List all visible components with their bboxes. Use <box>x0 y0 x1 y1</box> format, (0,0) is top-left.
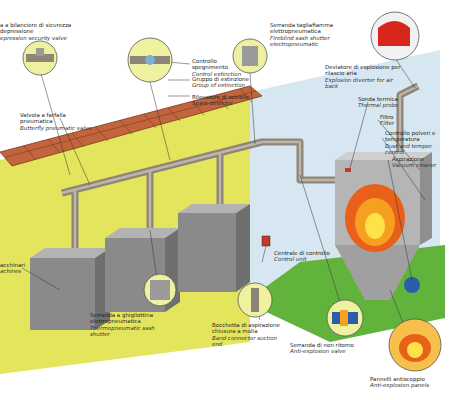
callout-circle <box>144 274 176 306</box>
part-label: acchinari <box>0 262 40 268</box>
diverter-detail <box>378 21 410 46</box>
part-label: Serranda tagliafiamma elettropneumatica <box>270 22 360 35</box>
part-label: Band connector suction end <box>212 335 286 348</box>
flame <box>399 334 431 362</box>
machine-front <box>30 258 95 330</box>
part-label: Explosion diverter for air back <box>325 77 403 90</box>
callout-circle <box>389 319 441 371</box>
callout-text: Gruppo di estinzioneGroup of extinction <box>192 76 254 89</box>
machine <box>30 204 250 330</box>
thermal-probe <box>345 168 351 172</box>
shutter-detail <box>242 46 258 66</box>
part-label: Sonda termica <box>358 96 416 102</box>
callout-text: AspirazioneVacuum cleaner <box>392 156 447 169</box>
part-label: Valvola a farfalla pneumatica <box>20 112 92 125</box>
part-label: Bocchetta di aspirazione chiusura a moll… <box>212 322 286 335</box>
part-label: epression security valve <box>0 35 72 41</box>
part-label: Pannelli antiscoppio <box>370 376 446 382</box>
part-label: Deviatore di esplosione per rilascio ari… <box>325 64 403 77</box>
part-label: Rilevatore di scintille <box>192 94 254 100</box>
leader-line <box>22 58 425 340</box>
callout-text: Bocchetta di aspirazione chiusura a moll… <box>212 322 286 348</box>
valve-detail <box>340 310 348 326</box>
part-label: Vacuum cleaner <box>392 162 447 168</box>
part-label: a a bilanciere di sicurezza <box>0 22 72 28</box>
valve-detail <box>36 48 44 56</box>
part-label: Gruppo di estinzione <box>192 76 254 82</box>
callout-text: Rilevatore di scintilleSpark detector <box>192 94 254 107</box>
callout-text: acchinariachines <box>0 262 40 275</box>
callout-circle <box>371 12 419 60</box>
filter-body <box>335 160 420 245</box>
part-label: Spark detector <box>192 100 254 106</box>
callout-text: Deviatore di esplosione per rilascio ari… <box>325 64 403 90</box>
roof-tiles <box>6 89 256 160</box>
callout-circle <box>238 283 272 317</box>
part-label: Filter <box>380 120 430 126</box>
machine-side <box>236 204 250 292</box>
callout-circle <box>233 39 267 73</box>
part-label: Thermal probe <box>358 102 416 108</box>
part-label: Thermopneumatic sash shutter <box>90 325 172 338</box>
part-label: Controllo spegnimento <box>192 58 254 71</box>
filter <box>335 152 432 300</box>
callout-text: a a bilanciere di sicurezzadepressioneep… <box>0 22 72 41</box>
callout-details <box>26 21 431 362</box>
part-label: Controllo polveri e temperatura <box>385 130 447 143</box>
part-label: achines <box>0 268 40 274</box>
filter-hopper <box>335 245 420 300</box>
part-label: Centrale di controllo <box>274 250 332 256</box>
part-label: Control unit <box>274 256 332 262</box>
part-label: Group of extinction <box>192 82 254 88</box>
part-label: Filtro <box>380 114 430 120</box>
part-label: Dust and temper. control <box>385 143 447 156</box>
callout-text: FiltroFilter <box>380 114 430 127</box>
flame <box>365 213 385 239</box>
flame <box>407 342 423 358</box>
shutter-detail <box>150 280 170 300</box>
callout-text: Centrale di controlloControl unit <box>274 250 332 263</box>
callout-circle <box>23 41 57 75</box>
callout-circle <box>128 38 172 82</box>
machine-front <box>178 213 236 292</box>
callout-circles <box>23 12 441 371</box>
sensor-detail <box>145 55 155 65</box>
callout-text: Pannelli antiscoppioAnti-explosion panel… <box>370 376 446 389</box>
flame <box>345 184 405 252</box>
callout-text: Controllo spegnimentoControl extinction <box>192 58 254 77</box>
callout-text: Controllo polveri e temperaturaDust and … <box>385 130 447 156</box>
part-label: Aspirazione <box>392 156 447 162</box>
part-label: Anti-explosion panels <box>370 382 446 388</box>
part-label: Butterfly pneumatic valve <box>20 125 92 131</box>
part-label: Anti-explosion valve <box>290 348 362 354</box>
callout-text: Serranda a ghigliottina elettropneumatic… <box>90 312 172 338</box>
part-label: Serranda di non ritorno <box>290 342 362 348</box>
callout-circle <box>327 300 363 336</box>
callout-text: Sonda termicaThermal probe <box>358 96 416 109</box>
flame <box>355 198 395 246</box>
pipe-detail <box>130 56 170 64</box>
part-label: Serranda a ghigliottina elettropneumatic… <box>90 312 172 325</box>
callout-text: Serranda tagliafiamma elettropneumaticaF… <box>270 22 360 48</box>
part-label: Fireblind sash shutter electropneumatic <box>270 35 360 48</box>
callout-text: Valvola a farfalla pneumaticaButterfly p… <box>20 112 92 131</box>
part-label: depressione <box>0 28 72 34</box>
callout-text: Serranda di non ritornoAnti-explosion va… <box>290 342 362 355</box>
control-unit <box>262 236 270 246</box>
leader-lines <box>22 58 425 340</box>
pipe-detail <box>251 288 259 312</box>
